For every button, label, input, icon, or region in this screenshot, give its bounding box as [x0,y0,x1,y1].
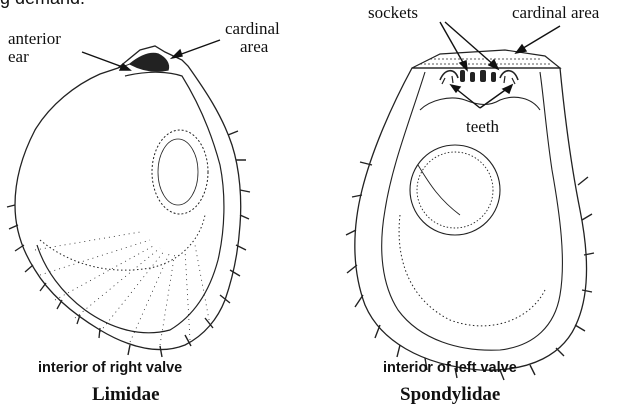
spondylidae-arrows [440,22,560,108]
label-cardinal-area: cardinal area [512,4,599,22]
header-fragment: g demand. [0,0,85,9]
caption-left-valve: interior of left valve [383,360,517,376]
label-ear: ear [8,48,29,66]
label-cardinal: cardinal [225,20,280,38]
limidae-inner-margin [37,72,224,333]
limidae-pallial-line [40,215,205,270]
spondylidae-inner-margin [382,72,563,350]
label-anterior: anterior [8,30,61,48]
limidae-spines [128,131,250,357]
spondylidae-outline [355,68,587,370]
limidae-shell [7,46,250,357]
caption-right-valve: interior of right valve [38,360,182,376]
spondylidae-muscle-scar [410,145,500,235]
spondylidae-teeth [460,70,496,82]
limidae-outline [15,46,241,350]
limidae-muscle-scar [152,130,208,214]
family-limidae: Limidae [92,384,160,406]
family-spondylidae: Spondylidae [400,384,500,406]
label-teeth: teeth [466,118,499,136]
label-sockets: sockets [368,4,418,22]
label-area: area [240,38,268,56]
